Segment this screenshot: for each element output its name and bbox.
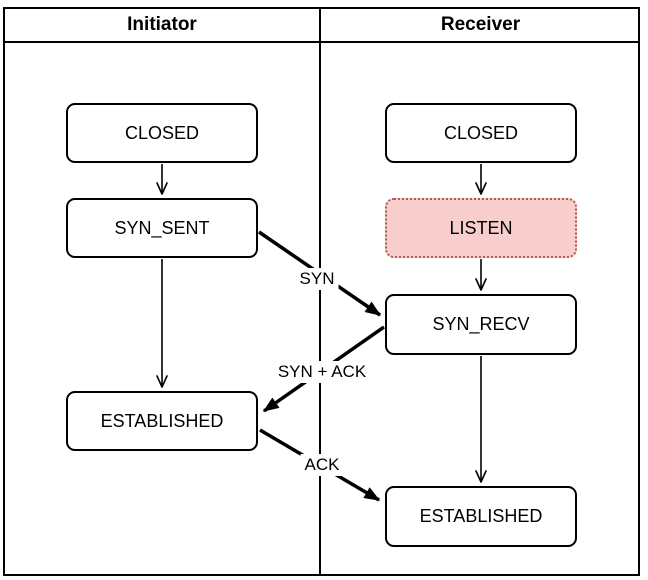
state-receiver-closed: CLOSED: [385, 103, 577, 163]
state-receiver-listen: LISTEN: [385, 198, 577, 258]
state-receiver-syn-recv: SYN_RECV: [385, 294, 577, 355]
state-initiator-closed: CLOSED: [66, 103, 258, 163]
label-syn: SYN: [295, 268, 339, 290]
state-receiver-established: ESTABLISHED: [385, 486, 577, 547]
column-divider-line: [319, 7, 321, 576]
label-syn-ack: SYN + ACK: [273, 361, 371, 383]
state-initiator-established: ESTABLISHED: [66, 391, 258, 451]
label-ack: ACK: [300, 454, 344, 476]
state-initiator-syn-sent: SYN_SENT: [66, 198, 258, 258]
header-separator-line: [3, 41, 640, 43]
column-header-initiator: Initiator: [127, 14, 197, 35]
column-header-receiver: Receiver: [440, 14, 521, 35]
